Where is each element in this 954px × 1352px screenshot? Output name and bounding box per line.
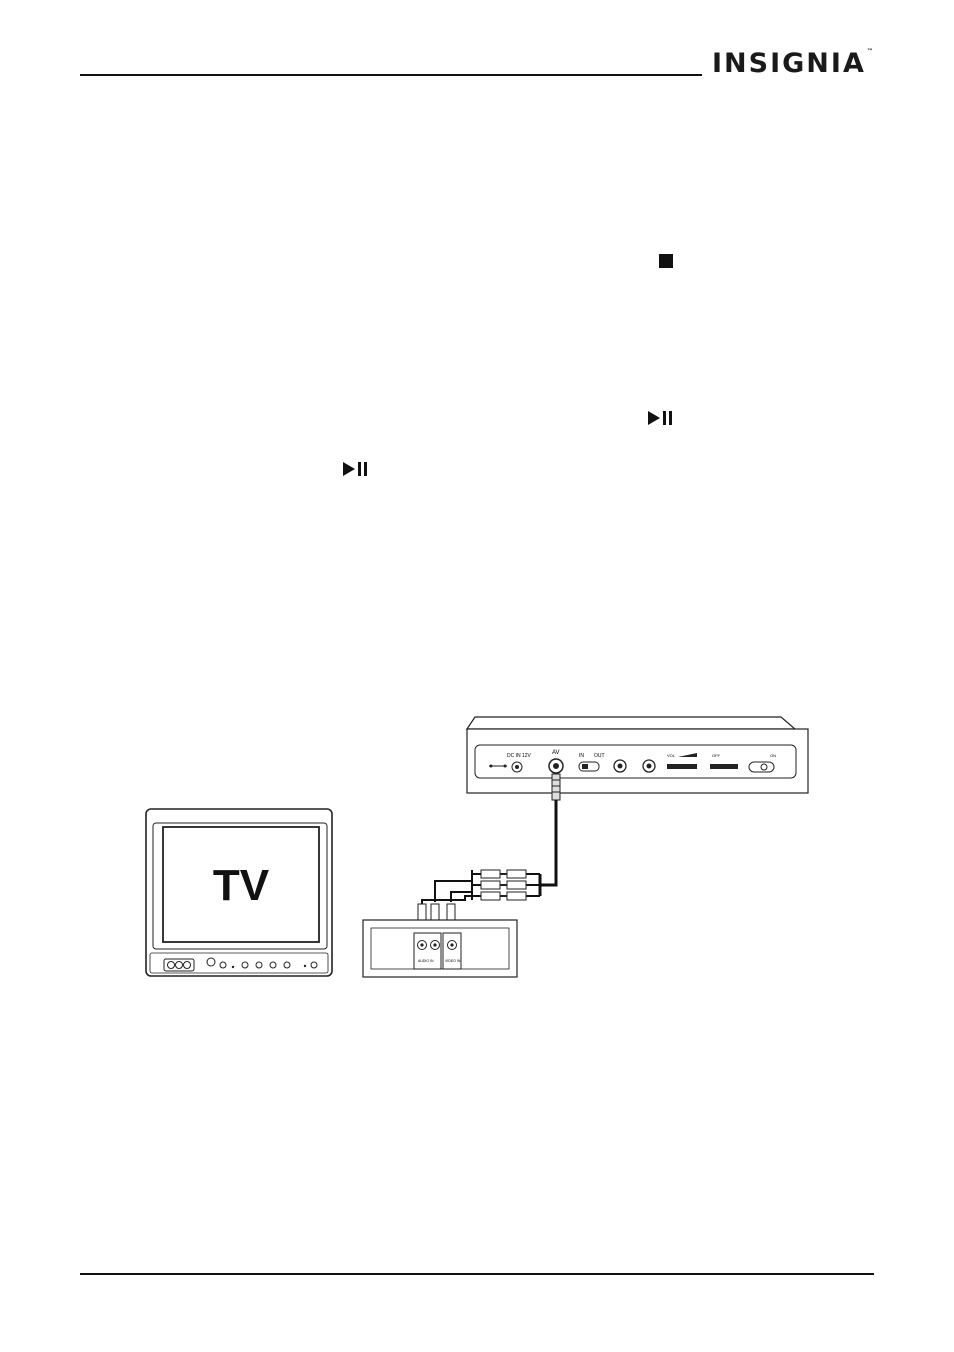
stop-icon bbox=[659, 254, 673, 268]
video-in-label: VIDEO IN bbox=[445, 959, 461, 963]
footer-rule bbox=[80, 1273, 874, 1275]
tv-input-panel: AUDIO IN VIDEO IN bbox=[362, 919, 518, 978]
in-label: IN bbox=[579, 753, 584, 759]
tv-label: TV bbox=[213, 861, 270, 910]
audio-in-label: AUDIO IN bbox=[418, 959, 434, 963]
dc-in-label: DC IN 12V bbox=[507, 753, 532, 759]
header-rule bbox=[80, 74, 702, 76]
off-label: OFF bbox=[712, 753, 721, 758]
play-pause-icon bbox=[648, 410, 672, 426]
brand-logo: INSIGNIA™ bbox=[712, 48, 873, 79]
play-pause-icon bbox=[343, 461, 367, 477]
out-label: OUT bbox=[594, 753, 605, 759]
av-cable bbox=[417, 773, 561, 923]
av-label: AV bbox=[552, 750, 560, 756]
on-label: ON bbox=[770, 753, 776, 758]
television: TV bbox=[145, 808, 333, 977]
vol-label: VOL bbox=[667, 753, 676, 758]
dvd-player: DC IN 12V AV IN OUT VOL OFF ON bbox=[465, 716, 809, 794]
